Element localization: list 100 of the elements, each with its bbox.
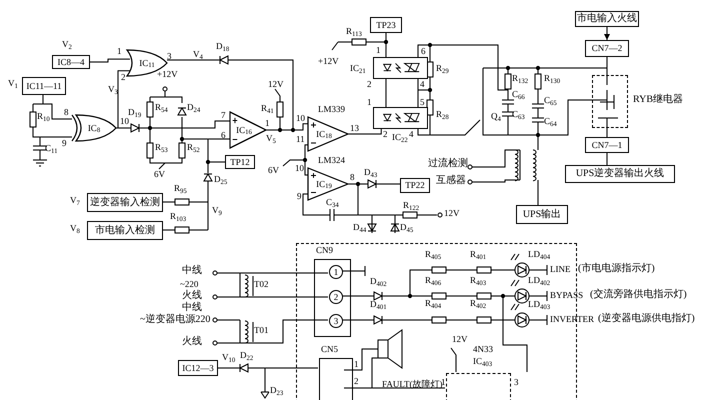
circuit-label: R$_{406}$ — [425, 276, 442, 285]
component-label: TP22 — [405, 181, 425, 190]
part-label: IC$_{22}$ — [392, 133, 408, 142]
component-label: IC$_{8}$ — [88, 124, 100, 132]
component-label: IC$_{18}$ — [316, 130, 332, 138]
circuit-label: 1 — [117, 47, 122, 56]
xor-gate — [72, 115, 116, 141]
wire — [606, 56, 608, 76]
circuit-label: D$_{23}$ — [270, 386, 284, 395]
circuit-label: R$_{132}$ — [512, 74, 528, 83]
circuit-label: 4 — [409, 130, 414, 139]
circuit-label: V$_{3}$ — [108, 85, 118, 94]
circuit-label: D$_{43}$ — [364, 168, 378, 177]
circuit-label: 12V — [444, 209, 460, 218]
component-label: 逆变器输入检测 — [90, 198, 160, 208]
circuit-label: D$_{22}$ — [240, 351, 254, 360]
label-box — [585, 137, 629, 153]
circuit-label: C$_{65}$ — [544, 96, 557, 105]
circuit-label: (逆变器电源供电指灯) — [598, 314, 695, 324]
circuit-label: 1 — [354, 360, 358, 369]
circuit-label: 中线 — [182, 303, 202, 313]
wire — [606, 128, 608, 138]
circuit-label: R$_{402}$ — [470, 299, 486, 308]
circuit-label: 8 — [64, 108, 68, 117]
circuit-label: R$_{53}$ — [155, 143, 168, 152]
component-label: IC$_{19}$ — [316, 180, 332, 188]
component-label: IC8—4 — [58, 58, 84, 66]
wire — [385, 78, 386, 108]
circuit-label: V$_{10}$ — [222, 353, 236, 362]
part-label: 4N33 — [473, 345, 493, 354]
wire — [385, 32, 386, 58]
circuit-label: R$_{122}$ — [403, 201, 420, 210]
circuit-label: 1 — [441, 378, 446, 387]
circuit-label: 6 — [221, 131, 226, 140]
circuit-label: 10 — [295, 164, 304, 173]
circuit-label: R$_{404}$ — [425, 299, 442, 308]
circuit-label: +12V — [318, 57, 339, 66]
circuit-label: R$_{54}$ — [155, 103, 168, 112]
circuit-label: 9 — [62, 139, 66, 148]
component-label: CN7—1 — [592, 140, 622, 150]
circuit-label: 5 — [420, 98, 424, 107]
comparator-triangle — [230, 112, 266, 148]
dashed-enclosure — [592, 75, 628, 128]
circuit-label: 12V — [268, 80, 284, 89]
circuit-label: 1 — [376, 46, 380, 55]
component-label: IC$_{11}$ — [139, 58, 155, 68]
circuit-label: 中线 — [182, 266, 202, 276]
part-label: IC$_{21}$ — [350, 64, 366, 73]
circuit-label: LD$_{402}$ — [528, 276, 550, 285]
circuit-label: LD$_{404}$ — [528, 250, 550, 259]
circuit-label: 1 — [367, 98, 372, 107]
component-label: TP23 — [376, 20, 396, 30]
circuit-label: 2 — [367, 80, 372, 89]
circuit-label: 3 — [514, 378, 518, 387]
circuit-label: 6V — [154, 170, 165, 179]
circuit-label: T02 — [254, 280, 268, 289]
wire — [604, 26, 610, 40]
circuit-label: V$_{5}$ — [266, 134, 276, 143]
circuit-label: R$_{405}$ — [425, 250, 442, 259]
circuit-label: D$_{401}$ — [370, 300, 387, 309]
circuit-label: V$_{9}$ — [212, 206, 222, 215]
component-label: 市电输入检测 — [95, 226, 155, 236]
part-label: IC$_{403}$ — [473, 357, 492, 366]
circuit-label: D$_{45}$ — [400, 223, 414, 232]
circuit-label: 13 — [350, 124, 359, 133]
circuit-label: C$_{66}$ — [512, 90, 525, 99]
circuit-label: 8 — [350, 173, 354, 182]
circuit-label: D$_{25}$ — [214, 175, 228, 184]
wire — [606, 152, 608, 166]
circuit-label: ~逆变器电源220 — [140, 315, 210, 325]
label-box — [22, 77, 66, 95]
terminal-number: 3 — [334, 316, 338, 326]
label-box — [400, 178, 430, 193]
circuit-label: C$_{34}$ — [326, 198, 339, 207]
circuit-label: V$_{4}$ — [193, 50, 203, 59]
circuit-label: R$_{401}$ — [470, 250, 486, 259]
circuit-label: 11 — [296, 135, 305, 144]
label-box — [178, 360, 218, 376]
circuit-label: 10 — [296, 114, 305, 123]
circuit-label: 过流检测 — [428, 159, 468, 169]
circuit-label: 12V — [452, 335, 468, 344]
component-label: UPS逆变器输出火线 — [576, 169, 664, 179]
circuit-label: BYPASS — [550, 291, 584, 300]
circuit-label: D$_{44}$ — [353, 223, 366, 232]
optocoupler-box — [373, 107, 428, 129]
circuit-label: (交流旁路供电指示灯) — [590, 290, 687, 300]
wire — [304, 144, 308, 176]
part-label: LM324 — [318, 156, 345, 165]
label-box — [575, 11, 639, 27]
comparator-triangle — [308, 117, 348, 151]
circuit-label: T01 — [254, 326, 268, 335]
circuit-label: 火线 — [182, 337, 202, 347]
circuit-label: 2 — [121, 73, 126, 82]
circuit-label: R$_{10}$ — [37, 112, 50, 121]
label-box — [225, 155, 255, 169]
circuit-label: R$_{113}$ — [346, 27, 362, 36]
terminal-number: 2 — [334, 292, 338, 302]
label-box — [370, 17, 402, 33]
component-label: IC$_{16}$ — [236, 126, 252, 134]
circuit-label: 6V — [268, 166, 279, 175]
